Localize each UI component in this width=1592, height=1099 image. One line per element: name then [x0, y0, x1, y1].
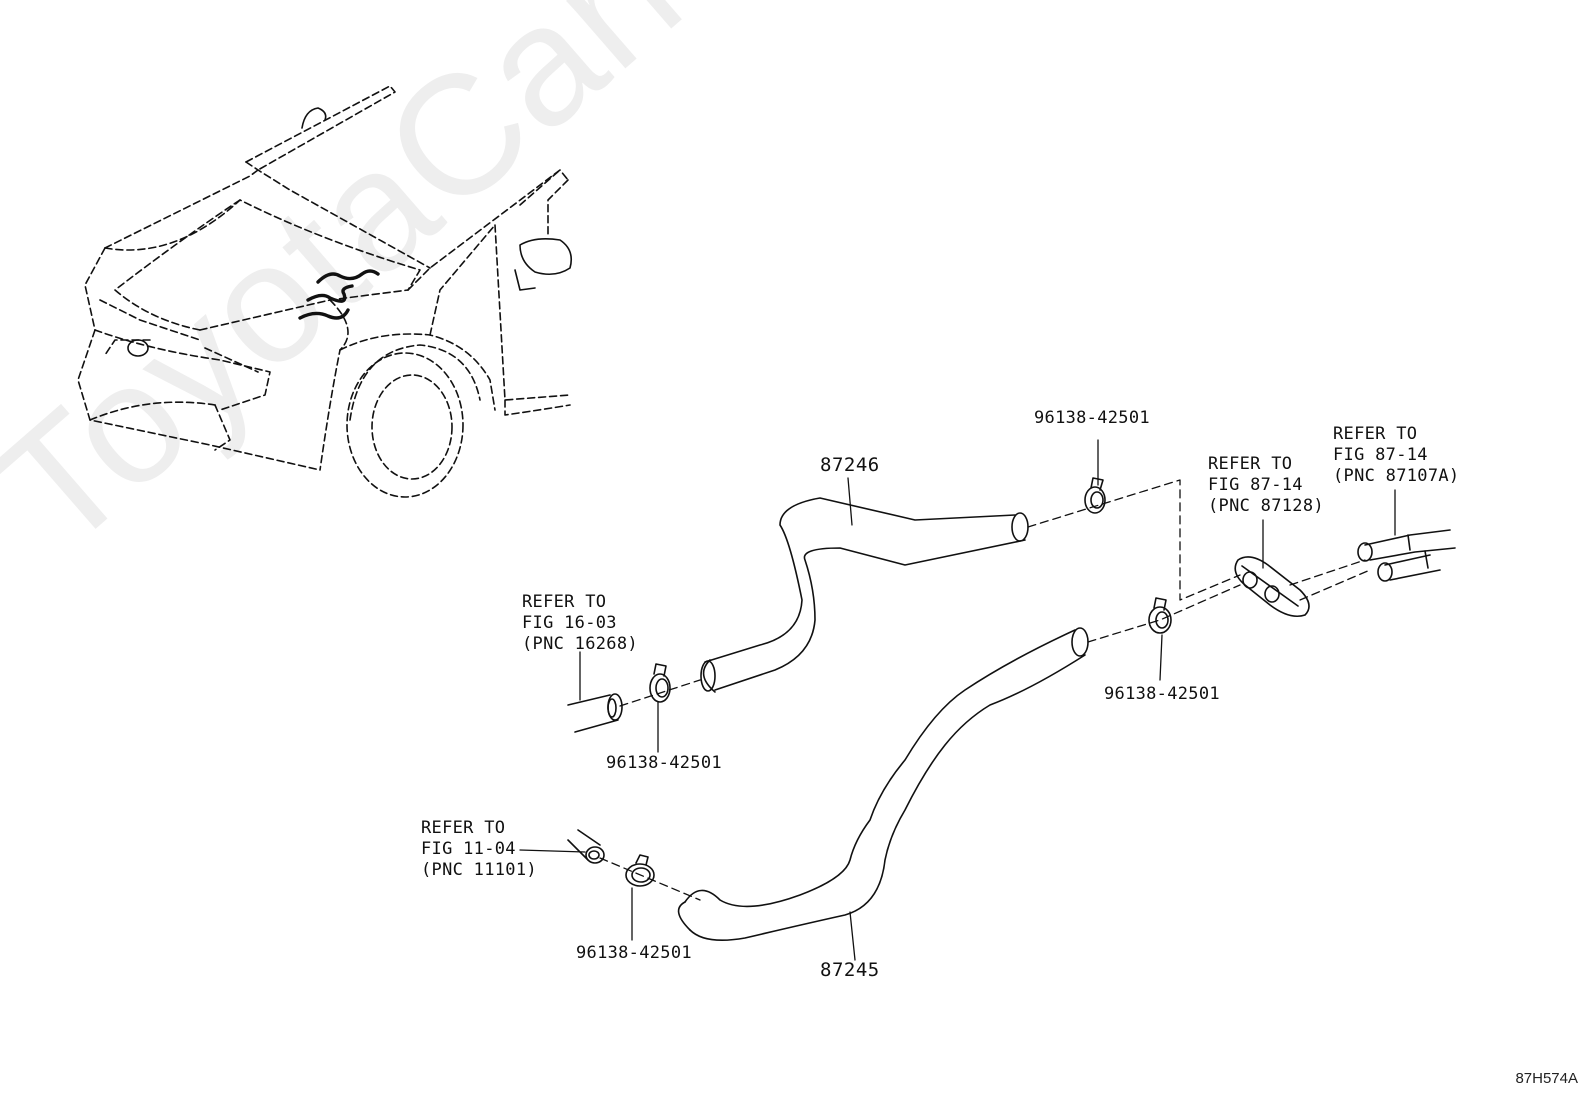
figure-code: 87H574A	[1515, 1070, 1578, 1087]
leader-lines	[519, 439, 1396, 961]
grommet-87128	[1234, 556, 1310, 618]
pipe-11101	[567, 829, 605, 864]
ref-fig-16-03: REFER TO FIG 16-03 (PNC 16268)	[522, 592, 638, 655]
hose-87245	[677, 627, 1089, 941]
pipe-16268	[567, 693, 623, 733]
ref-line: FIG 11-04	[421, 839, 516, 859]
ref-fig-87-14-grommet: REFER TO FIG 87-14 (PNC 87128)	[1208, 454, 1324, 517]
ref-line: FIG 87-14	[1333, 445, 1428, 465]
ref-line: FIG 16-03	[522, 613, 617, 633]
clamp-label-bottom: 96138-42501	[576, 943, 692, 963]
pipes-87107a	[1357, 529, 1456, 582]
clamp-label-top: 96138-42501	[1034, 408, 1150, 428]
ref-line: REFER TO	[1333, 424, 1418, 444]
ref-line: (PNC 87128)	[1208, 496, 1324, 516]
ref-line: REFER TO	[1208, 454, 1293, 474]
assembly-lines	[599, 479, 1371, 901]
part-number-87245: 87245	[820, 959, 880, 981]
car-illustration	[77, 85, 573, 498]
ref-line: REFER TO	[421, 818, 506, 838]
clamps	[625, 477, 1172, 887]
part-number-87246: 87246	[820, 454, 880, 476]
ref-line: FIG 87-14	[1208, 475, 1303, 495]
clamp-label-middle: 96138-42501	[606, 753, 722, 773]
ref-fig-87-14-pipes: REFER TO FIG 87-14 (PNC 87107A)	[1333, 424, 1459, 487]
ref-line: (PNC 11101)	[421, 860, 537, 880]
ref-fig-11-04: REFER TO FIG 11-04 (PNC 11101)	[421, 818, 537, 881]
clamp-label-right: 96138-42501	[1104, 684, 1220, 704]
hose-87246	[700, 497, 1029, 693]
ref-line: (PNC 16268)	[522, 634, 638, 654]
ref-line: (PNC 87107A)	[1333, 466, 1460, 486]
ref-line: REFER TO	[522, 592, 607, 612]
